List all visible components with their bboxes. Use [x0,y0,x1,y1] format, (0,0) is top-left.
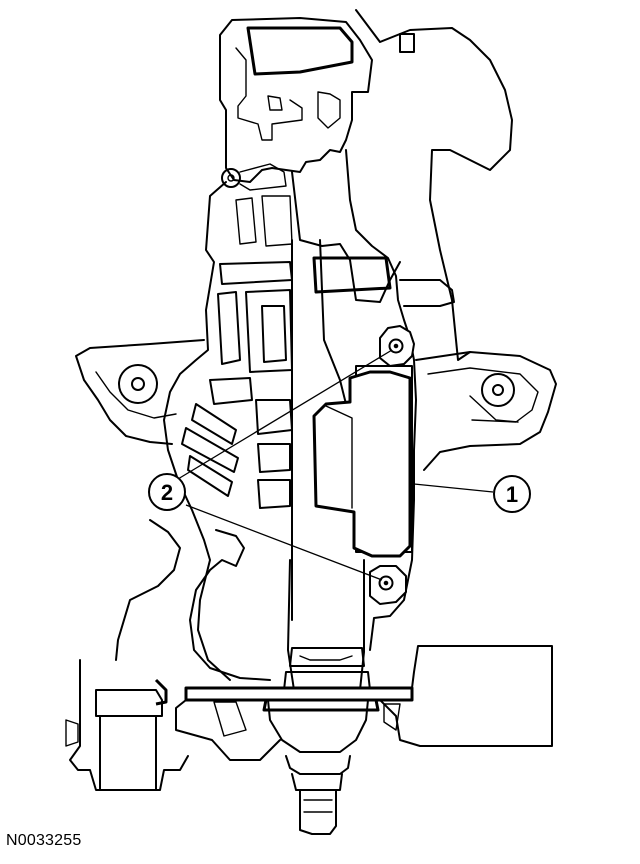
flange-triangles [213,701,401,737]
callout-2: 2 [148,473,186,511]
module-bolt-top-center [393,343,399,349]
left-mount-hole-ring [118,364,158,404]
flange-support [175,699,281,761]
mid-block-inner [235,195,293,247]
left-mounting-bracket [75,339,205,445]
callout-2-label: 2 [161,480,173,505]
right-bracket-tab [469,395,519,423]
callout-1-label: 1 [506,482,518,507]
column-ribs [181,239,351,621]
left-mount-hole [131,377,145,391]
module-body [312,370,412,558]
lower-left-tab [154,678,168,706]
lower-left-hook [115,519,181,661]
column-body-left [163,181,231,681]
pivot-bolt-center [227,174,235,182]
lower-collar [289,647,365,667]
switch-detail [317,91,341,129]
connector-tab [399,33,415,53]
output-shaft-detail [303,799,333,813]
u-joint [285,755,351,791]
right-mounting-bracket [415,351,557,471]
lower-left-bracket [189,529,271,681]
bracket-ear [399,279,455,307]
upper-switch-slot [235,47,303,141]
lower-shaft-left [287,559,295,691]
module-bolt-bottom-center [383,580,389,586]
right-mount-hole [492,384,504,396]
leader-2-to-bottom-bolt [185,504,383,581]
lower-shaft-right [359,559,365,691]
leader-1-to-module [413,483,494,493]
upper-switch-inner [246,26,354,76]
column-mid-block [291,171,401,303]
upper-switch-housing [219,17,373,183]
left-edge-clip [65,719,79,747]
lever-stub [267,95,283,111]
left-bracket-inner [95,371,177,419]
lower-collar-detail [299,655,353,661]
output-shaft [299,789,337,835]
lower-left-connector-body [99,715,157,791]
module-face-line [325,405,353,509]
pivot-link [239,163,287,191]
rear-mounting-plate [355,9,513,361]
mounting-flange [184,686,414,702]
pivot-bolt-ring [221,168,241,188]
callout-1: 1 [493,475,531,513]
bottom-yoke-ring [262,698,380,712]
figure-reference-code: N0033255 [6,832,82,849]
lower-left-arm [69,659,189,791]
lower-left-connector [95,689,163,717]
leader-2-to-top-bolt [177,349,393,480]
upper-collar [312,256,392,294]
right-mount-hole-ring [481,373,515,407]
bottom-yoke [267,699,369,753]
